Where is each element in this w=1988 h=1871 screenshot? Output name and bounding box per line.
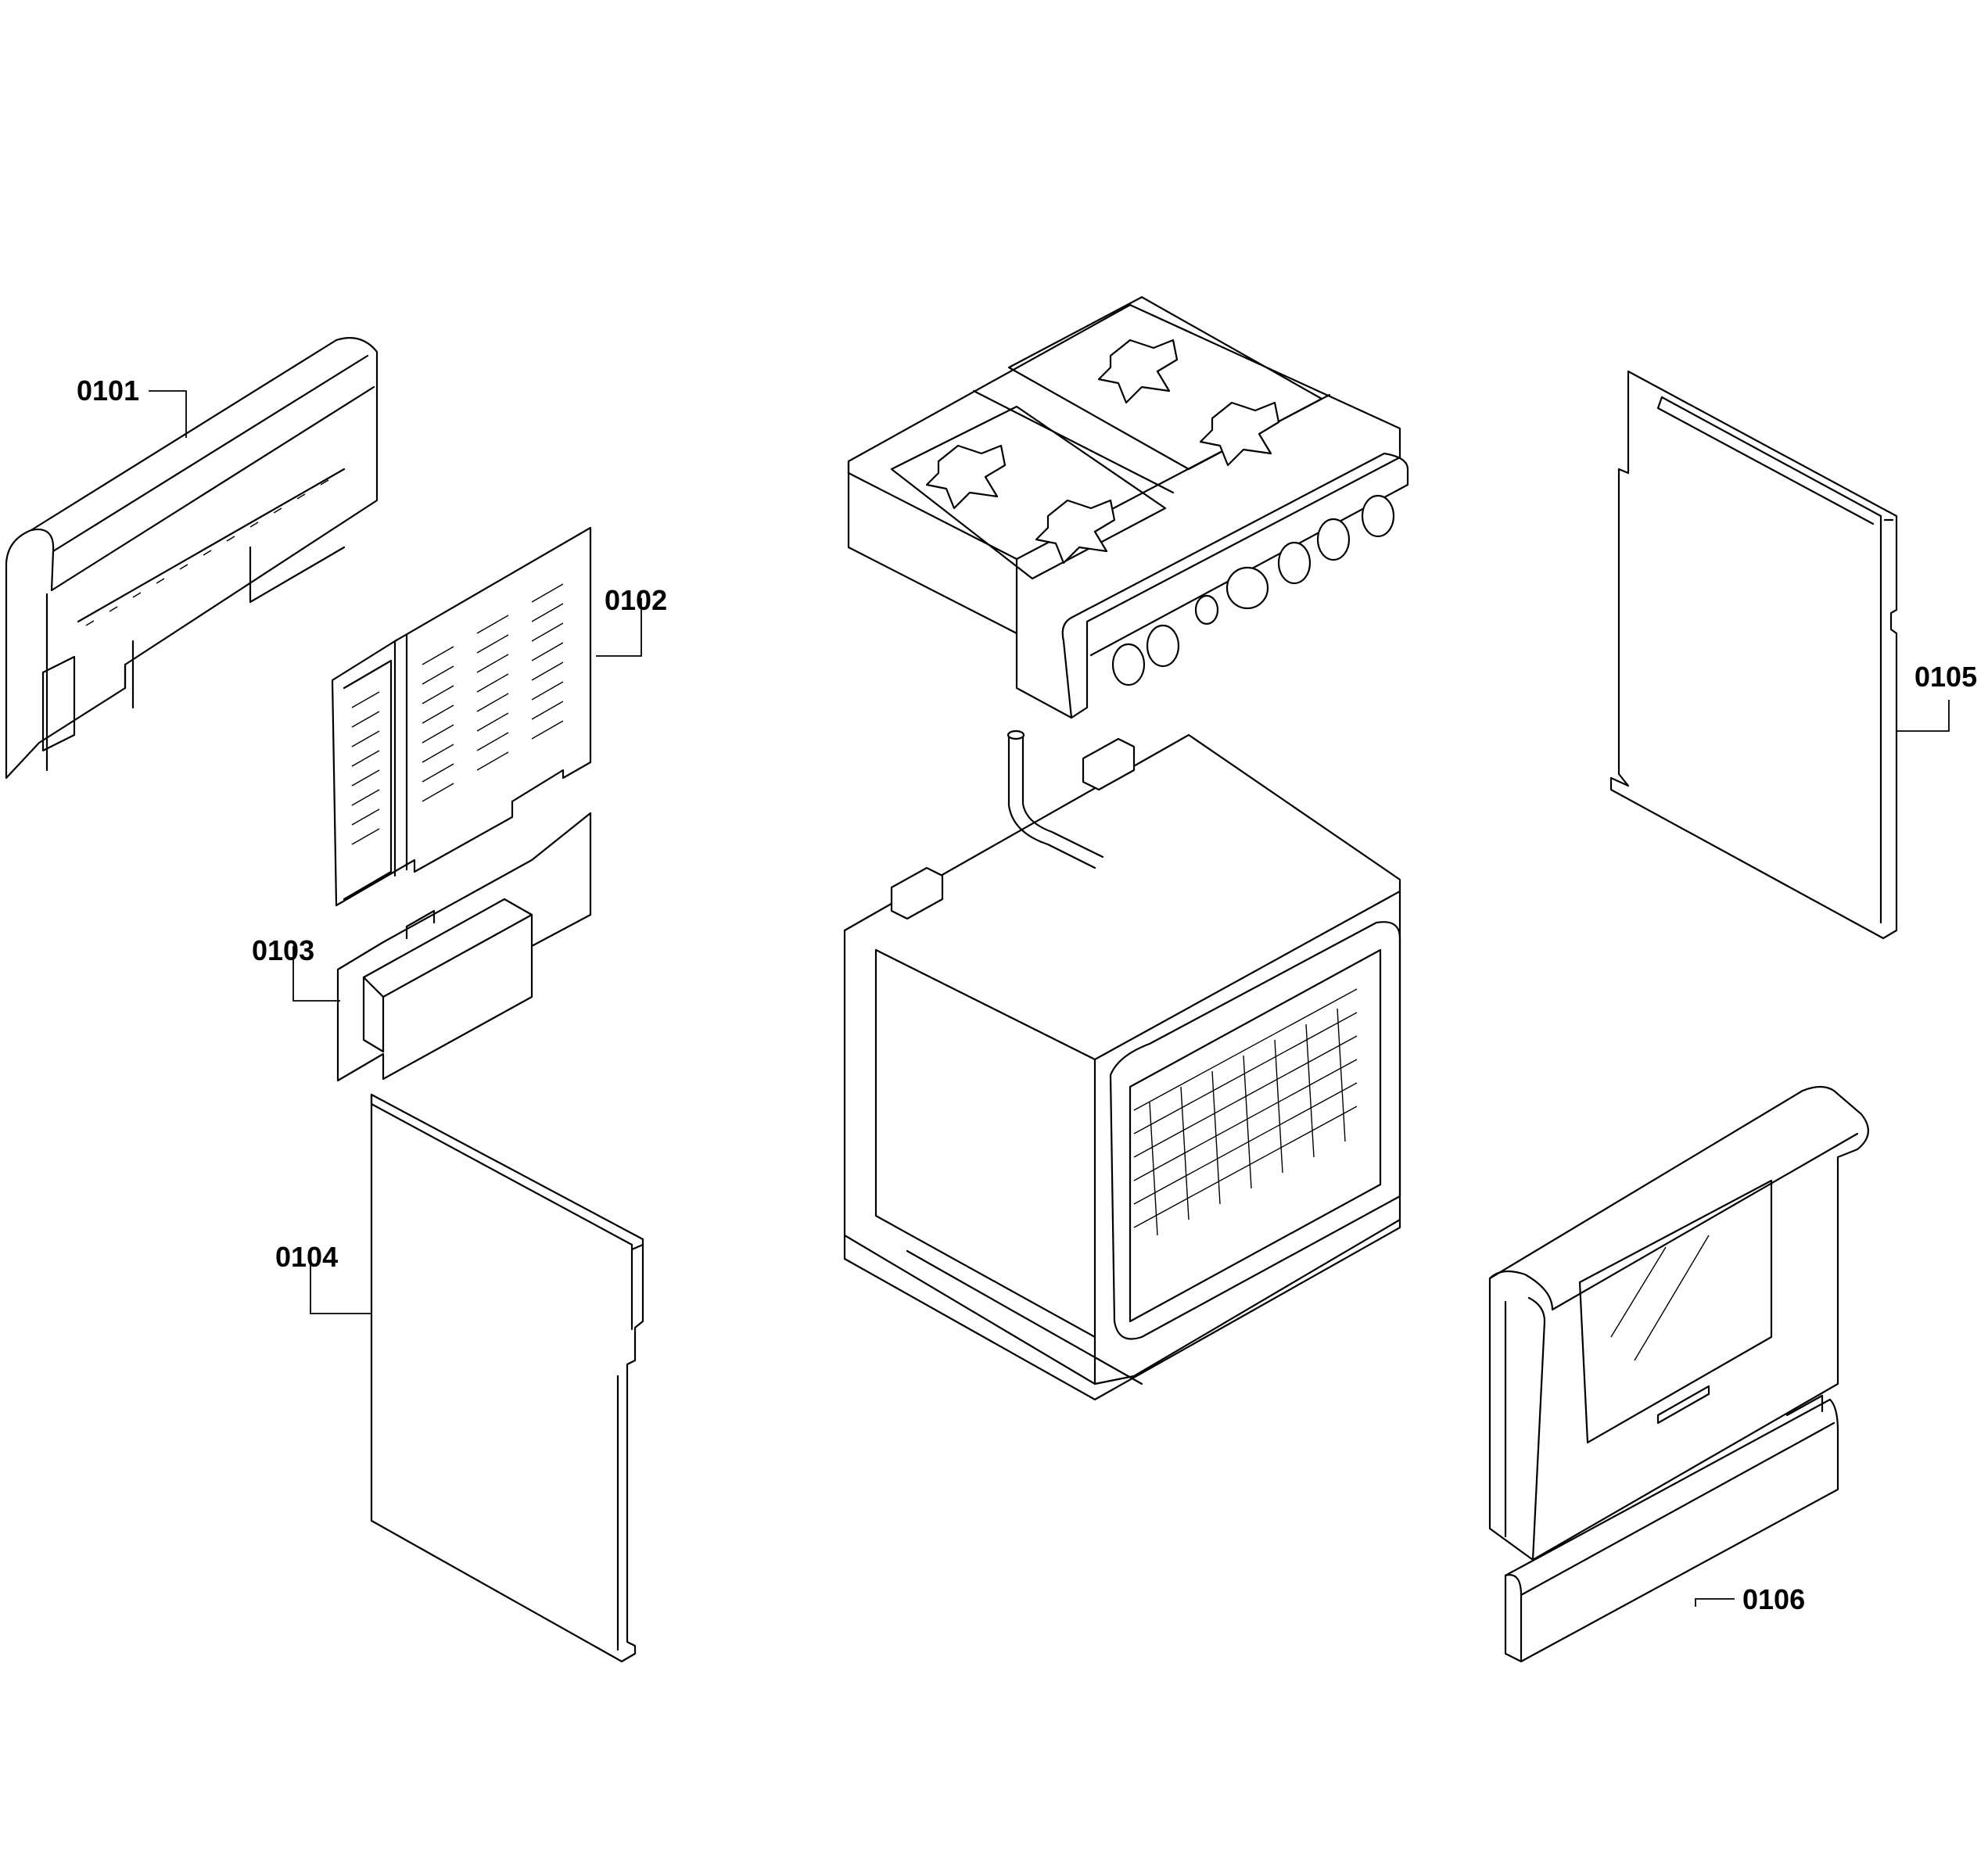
control-knobs (1111, 494, 1395, 686)
part-0104-left-side-panel (370, 1093, 644, 1663)
part-0106-kick-panel (1504, 1394, 1839, 1663)
leader-lines (149, 390, 1950, 1607)
part-0105-right-side-panel (1609, 370, 1898, 940)
cooktop-assembly (847, 296, 1409, 719)
part-labels: 0101 0102 0103 0104 0105 0106 (77, 375, 1977, 1615)
oven-racks (1133, 988, 1358, 1236)
label-0106: 0106 (1742, 1583, 1805, 1615)
part-0101-backguard (5, 337, 379, 780)
label-0105: 0105 (1914, 661, 1977, 693)
oven-body-assembly (843, 729, 1401, 1401)
label-0102: 0102 (605, 584, 667, 616)
burner-grates (925, 339, 1280, 565)
label-0104: 0104 (275, 1241, 338, 1273)
oven-door (1488, 1085, 1869, 1561)
part-0102-louvered-panel (331, 526, 592, 907)
label-0103: 0103 (252, 934, 314, 966)
label-0101: 0101 (77, 375, 139, 407)
part-0103-rear-cover-box (336, 812, 592, 1082)
